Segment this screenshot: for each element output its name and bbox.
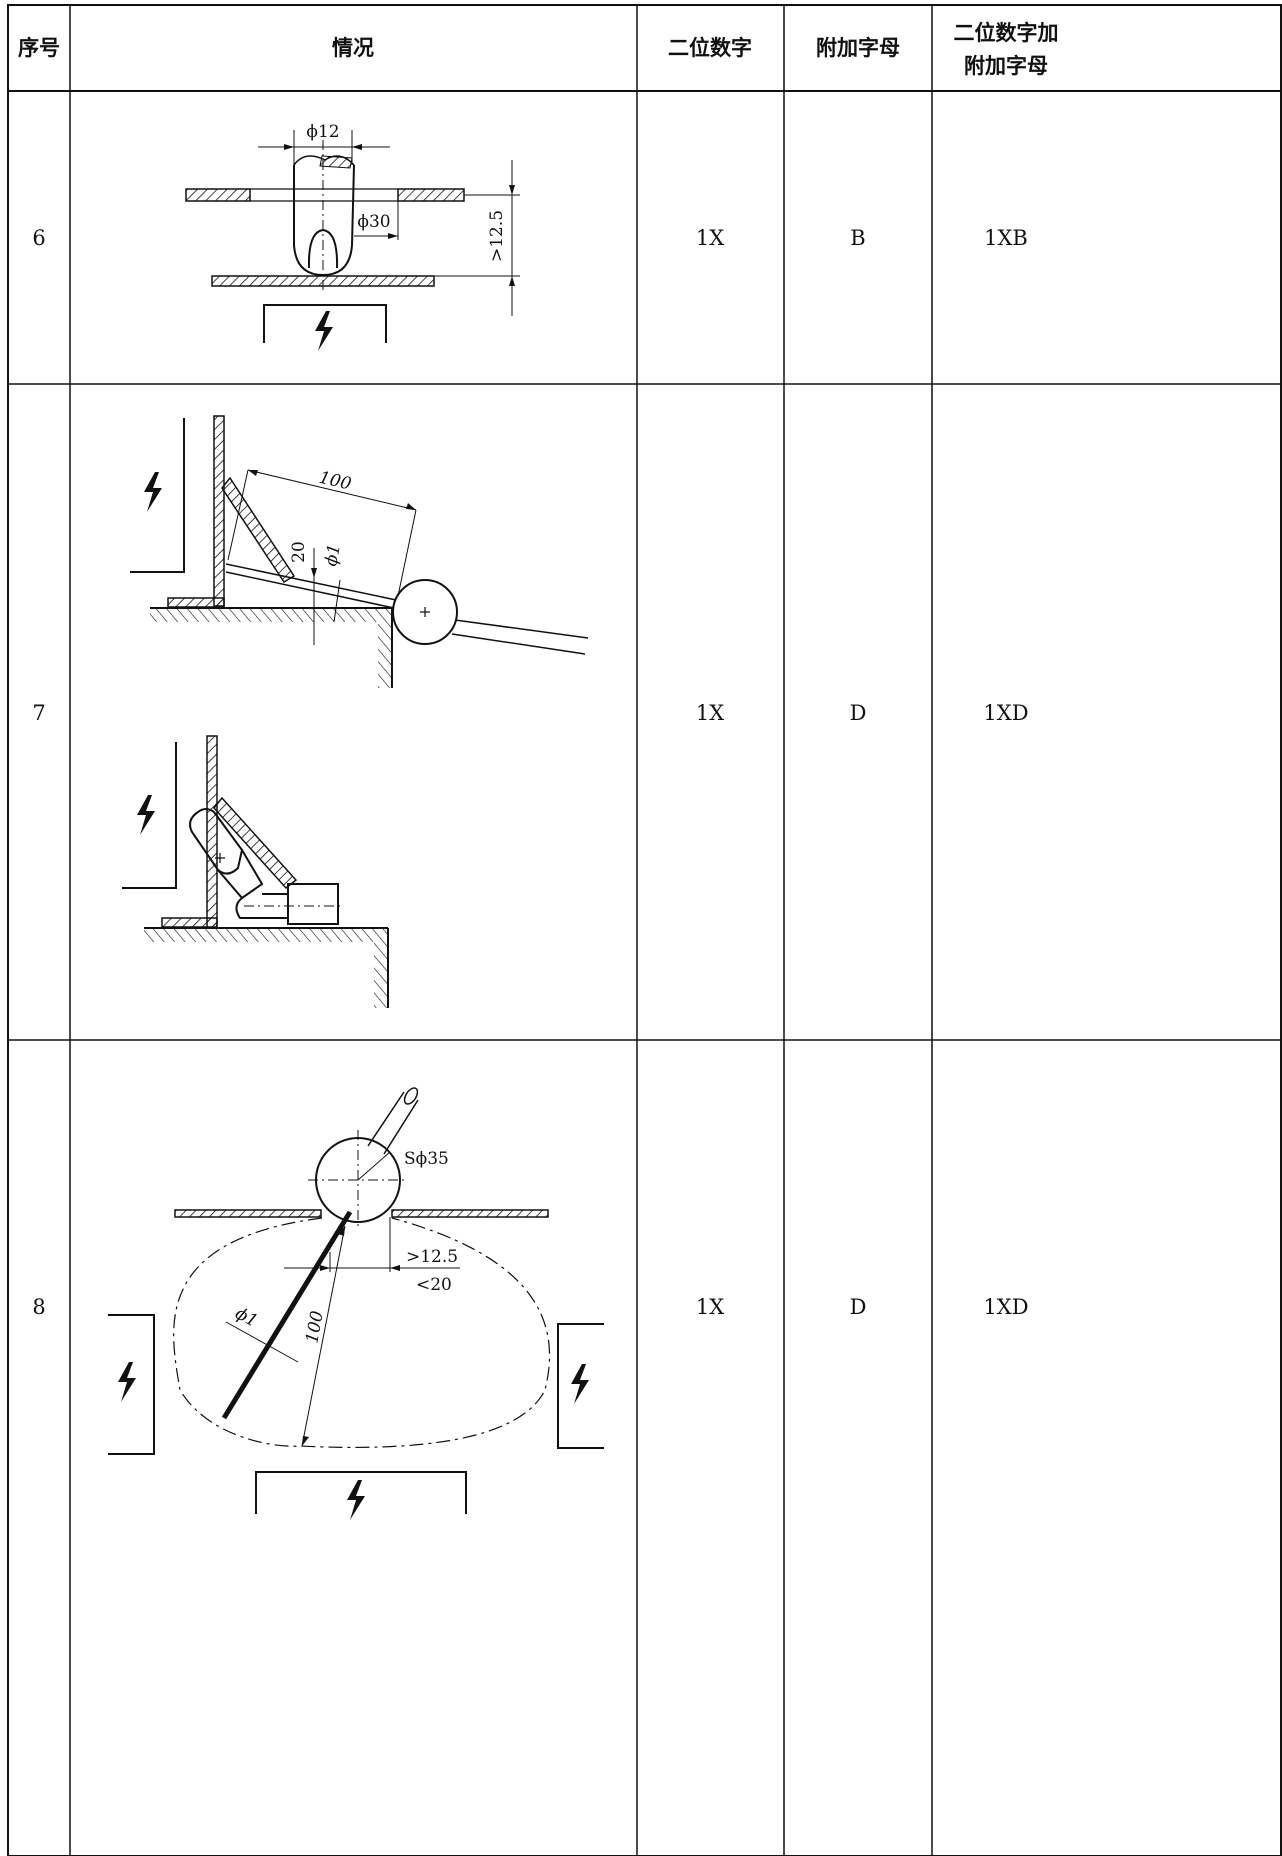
- dim-phi12: ϕ12: [306, 122, 339, 142]
- table-row: 8 1X D 1XD Sϕ35 100: [32, 1087, 1029, 1520]
- header-situation: 情况: [332, 36, 374, 60]
- dim-phi30: ϕ30: [357, 212, 390, 232]
- dim-phi1: ϕ1: [321, 542, 345, 568]
- row-letter: D: [850, 701, 867, 725]
- header-combined-line1: 二位数字加: [954, 21, 1059, 45]
- row-combined: 1XD: [983, 701, 1028, 725]
- row-digit: 1X: [696, 226, 724, 250]
- table-grid: [7, 4, 1282, 1856]
- header-combined-line2: 附加字母: [964, 54, 1048, 78]
- row-index: 7: [32, 701, 45, 725]
- table-row: 7 1X D 1XD: [32, 415, 1029, 1008]
- row-digit: 1X: [696, 1295, 724, 1319]
- row-index: 8: [32, 1295, 45, 1319]
- dim-gt: >12.5: [406, 1247, 458, 1267]
- dim-100: 100: [302, 1309, 327, 1345]
- row-combined: 1XB: [984, 226, 1028, 250]
- finger-probe-diagram: ϕ12 ϕ30 >12.5: [185, 122, 520, 351]
- dim-sphere: Sϕ35: [404, 1149, 449, 1169]
- table-row: 6 1X B 1XB ϕ12 ϕ: [32, 122, 1028, 351]
- header-first-digit: 二位数字: [668, 36, 752, 60]
- dim-depth: >12.5: [487, 210, 507, 262]
- row-digit: 1X: [696, 701, 724, 725]
- row-letter: B: [850, 226, 865, 250]
- lightning-icon: [144, 472, 162, 512]
- dim-100: 100: [317, 468, 353, 495]
- dim-lt: <20: [416, 1275, 452, 1295]
- table-header: 序号 情况 二位数字 附加字母 二位数字加 附加字母: [18, 21, 1059, 78]
- row-combined: 1XD: [983, 1295, 1028, 1319]
- dim-20: 20: [289, 541, 309, 563]
- row-index: 6: [32, 226, 45, 250]
- row-letter: D: [850, 1295, 867, 1319]
- lightning-icon: [571, 1364, 589, 1404]
- header-additional-letter: 附加字母: [816, 36, 900, 60]
- wire-probe-diagram: 100 20 ϕ1: [130, 415, 589, 688]
- lightning-icon: [118, 1362, 136, 1402]
- lightning-icon: [315, 311, 333, 351]
- header-index: 序号: [18, 36, 60, 60]
- sphere-wire-probe-diagram: Sϕ35 100 ϕ1 >12.5 <20: [108, 1087, 604, 1520]
- finger-barrier-diagram: [122, 735, 389, 1008]
- lightning-icon: [347, 1480, 365, 1520]
- lightning-icon: [137, 795, 155, 835]
